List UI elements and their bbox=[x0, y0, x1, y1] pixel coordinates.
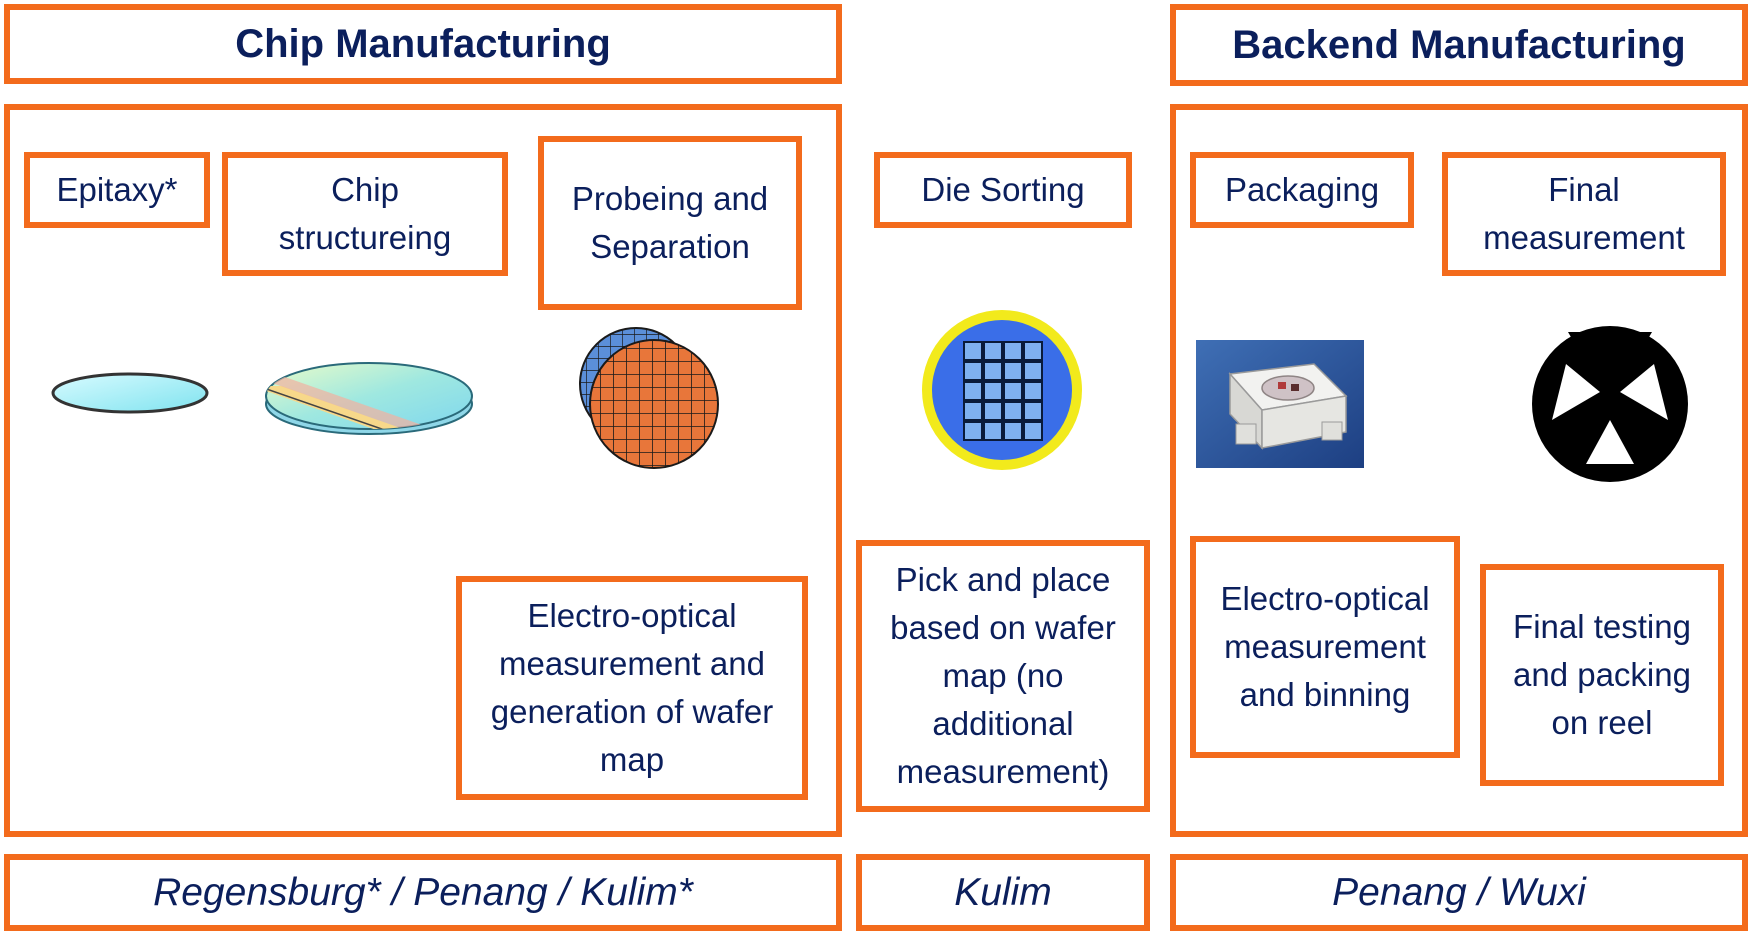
step-epitaxy-label: Epitaxy* bbox=[56, 171, 178, 208]
header-chip-label: Chip Manufacturing bbox=[235, 21, 611, 66]
location-die-sorting: Kulim bbox=[856, 854, 1150, 931]
panel-chip-manufacturing bbox=[4, 104, 842, 837]
desc-backend-electro-optical-label: Electro-optical measurement and binning bbox=[1220, 580, 1430, 713]
desc-chip-electro-optical-label: Electro-optical measurement and generati… bbox=[490, 597, 774, 778]
location-chip-label: Regensburg* / Penang / Kulim* bbox=[153, 870, 693, 914]
panel-backend-manufacturing bbox=[1170, 104, 1748, 837]
desc-pick-and-place: Pick and place based on wafer map (no ad… bbox=[856, 540, 1150, 812]
desc-chip-electro-optical: Electro-optical measurement and generati… bbox=[456, 576, 808, 800]
location-backend-label: Penang / Wuxi bbox=[1332, 870, 1586, 914]
die-sorting-wafer-icon bbox=[922, 310, 1082, 470]
structured-wafer-icon bbox=[265, 362, 473, 435]
step-die-sorting: Die Sorting bbox=[874, 152, 1132, 228]
header-backend-label: Backend Manufacturing bbox=[1232, 22, 1686, 67]
step-probing-separation-label: Probeing and Separation bbox=[571, 180, 769, 265]
desc-final-testing-label: Final testing and packing on reel bbox=[1513, 608, 1691, 741]
location-chip-manufacturing: Regensburg* / Penang / Kulim* bbox=[4, 854, 842, 931]
step-final-measurement: Final measurement bbox=[1442, 152, 1726, 276]
step-probing-separation: Probeing and Separation bbox=[538, 136, 802, 310]
step-packaging-label: Packaging bbox=[1224, 171, 1380, 208]
step-packaging: Packaging bbox=[1190, 152, 1414, 228]
location-die-label: Kulim bbox=[954, 870, 1052, 914]
step-chip-structuring: Chip structureing bbox=[222, 152, 508, 276]
desc-backend-electro-optical: Electro-optical measurement and binning bbox=[1190, 536, 1460, 758]
desc-pick-and-place-label: Pick and place based on wafer map (no ad… bbox=[890, 561, 1116, 790]
step-epitaxy: Epitaxy* bbox=[24, 152, 210, 228]
step-chip-structuring-label: Chip structureing bbox=[278, 171, 452, 256]
location-backend-manufacturing: Penang / Wuxi bbox=[1170, 854, 1748, 931]
final-measurement-radiation-icon bbox=[1532, 326, 1688, 482]
header-backend-manufacturing: Backend Manufacturing bbox=[1170, 4, 1748, 86]
epitaxy-wafer-icon bbox=[51, 372, 209, 414]
desc-final-testing: Final testing and packing on reel bbox=[1480, 564, 1724, 786]
step-die-sorting-label: Die Sorting bbox=[921, 171, 1085, 208]
separated-wafer-icon bbox=[579, 327, 719, 469]
led-package-icon bbox=[1196, 340, 1364, 468]
header-chip-manufacturing: Chip Manufacturing bbox=[4, 4, 842, 84]
step-final-measurement-label: Final measurement bbox=[1483, 171, 1685, 256]
